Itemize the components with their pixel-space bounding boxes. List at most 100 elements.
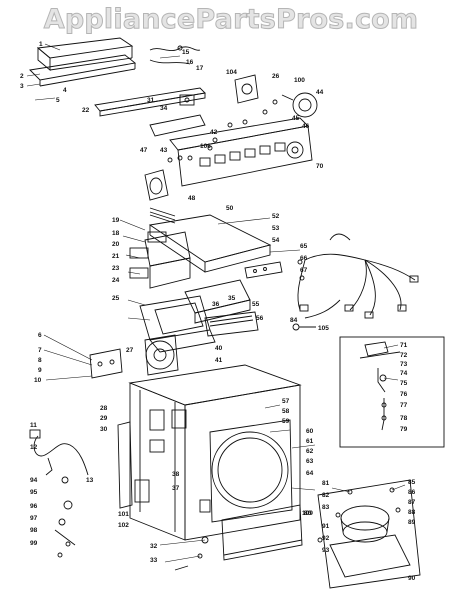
label-20: 20	[112, 241, 120, 248]
label-96: 96	[30, 503, 38, 510]
label-91: 91	[322, 523, 330, 530]
label-48: 48	[188, 195, 196, 202]
label-85: 85	[408, 479, 416, 486]
label-102: 102	[118, 522, 129, 529]
label-75: 75	[400, 380, 408, 387]
label-73: 73	[400, 361, 408, 368]
label-100: 100	[294, 77, 305, 84]
label-77: 77	[400, 402, 408, 409]
label-17: 17	[196, 65, 204, 72]
label-9: 9	[38, 367, 42, 374]
harness-clip	[292, 323, 316, 331]
label-66: 66	[300, 255, 308, 262]
control-bracket-left	[149, 114, 206, 137]
label-87: 87	[408, 499, 416, 506]
label-38: 38	[172, 471, 180, 478]
cabinet-side-parts	[134, 409, 211, 513]
label-52: 52	[272, 213, 280, 220]
label-1: 1	[39, 41, 43, 48]
label-80: 80	[304, 510, 312, 517]
console-mounting-bracket	[94, 87, 206, 117]
label-97: 97	[30, 515, 38, 522]
label-12: 12	[30, 444, 38, 451]
drum-assembly-bottom	[317, 479, 421, 589]
label-37: 37	[172, 485, 180, 492]
label-74: 74	[400, 370, 408, 377]
label-24: 24	[112, 277, 120, 284]
drum-front-opening	[209, 419, 293, 523]
bottom-base-screws	[317, 487, 401, 543]
label-65: 65	[300, 243, 308, 250]
cabinet	[128, 364, 302, 541]
label-58: 58	[282, 408, 290, 415]
label-90: 90	[408, 575, 416, 582]
label-109: 109	[302, 510, 313, 517]
label-83: 83	[322, 504, 330, 511]
label-21: 21	[112, 253, 120, 260]
wire-harness-top	[149, 45, 201, 65]
label-81: 81	[322, 480, 330, 487]
label-101: 101	[118, 511, 129, 518]
label-11: 11	[30, 422, 37, 429]
heater-element	[204, 311, 259, 337]
label-62: 62	[306, 448, 314, 455]
label-16: 16	[186, 59, 194, 66]
label-60: 60	[306, 428, 314, 435]
terminal-block	[244, 261, 283, 279]
label-32: 32	[150, 543, 158, 550]
label-99: 99	[30, 540, 38, 547]
label-13: 13	[86, 477, 94, 484]
label-7: 7	[38, 347, 42, 354]
label-55: 55	[252, 301, 260, 308]
label-67: 67	[300, 267, 308, 274]
motor-assembly-top	[281, 92, 318, 118]
control-switch-small	[179, 94, 195, 106]
label-98: 98	[30, 527, 38, 534]
label-4: 4	[63, 87, 67, 94]
cabinet-leg-screws	[174, 536, 209, 571]
small-bolt-50	[149, 207, 176, 217]
label-30: 30	[100, 426, 108, 433]
label-94: 94	[30, 477, 38, 484]
power-cord	[29, 429, 89, 476]
left-side-bracket	[117, 421, 133, 509]
label-50: 50	[226, 205, 234, 212]
label-93: 93	[322, 547, 330, 554]
label-18: 18	[112, 230, 120, 237]
label-33: 33	[150, 557, 158, 564]
label-28: 28	[100, 405, 108, 412]
label-19: 19	[112, 217, 120, 224]
label-106: 106	[200, 143, 211, 150]
label-78: 78	[400, 415, 408, 422]
label-64: 64	[306, 470, 314, 477]
label-26: 26	[272, 73, 280, 80]
main-wiring-harness	[297, 233, 419, 319]
label-25: 25	[112, 295, 120, 302]
label-23: 23	[112, 265, 120, 272]
label-5: 5	[56, 97, 60, 104]
label-70: 70	[316, 163, 324, 170]
label-29: 29	[100, 415, 108, 422]
label-31: 31	[147, 97, 155, 104]
callout-labels: 1 2 3 4 5 15 16 17 22 31 34 104 26 100 4…	[20, 41, 416, 582]
label-63: 63	[306, 458, 314, 465]
label-10: 10	[34, 377, 42, 384]
small-clamps	[45, 457, 76, 558]
label-82: 82	[322, 492, 330, 499]
console-front-panel	[169, 117, 313, 187]
lint-filter-housing	[184, 279, 251, 324]
console-screws	[167, 99, 278, 163]
timer-assembly	[234, 74, 259, 104]
label-95: 95	[30, 489, 38, 496]
label-84: 84	[290, 317, 298, 324]
label-46: 46	[302, 123, 310, 130]
label-42: 42	[210, 129, 218, 136]
bulkhead-blower-wheel	[144, 334, 179, 376]
control-panel-front-small	[89, 348, 123, 379]
label-86: 86	[408, 489, 416, 496]
label-72: 72	[400, 352, 408, 359]
label-47: 47	[140, 147, 148, 154]
label-53: 53	[272, 225, 280, 232]
label-56: 56	[256, 315, 264, 322]
